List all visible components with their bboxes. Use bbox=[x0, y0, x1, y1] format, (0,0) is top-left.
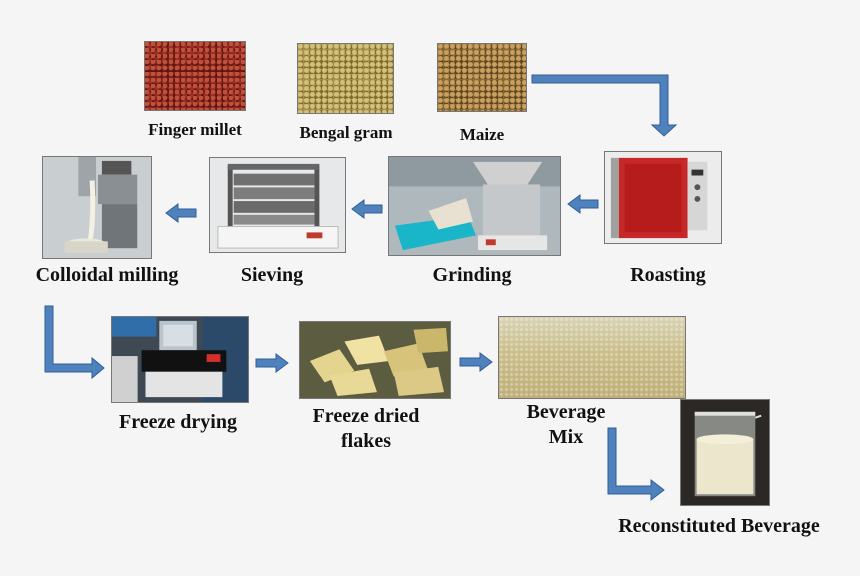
bengal-gram-label: Bengal gram bbox=[299, 123, 393, 142]
maize-label: Maize bbox=[459, 125, 505, 144]
sieving-label: Sieving bbox=[240, 264, 304, 286]
reconstituted-beverage-label: Reconstituted Beverage bbox=[618, 515, 820, 537]
freeze-dryer-photo bbox=[111, 316, 249, 403]
arrow-colloidal-to-freezedrying bbox=[44, 305, 105, 380]
grinding-machine-photo bbox=[388, 156, 561, 256]
roasting-oven-photo bbox=[604, 151, 722, 244]
finger-millet-photo bbox=[144, 41, 246, 111]
arrow-freezedrying-to-flakes bbox=[255, 353, 289, 373]
arrow-raw-to-roasting bbox=[531, 74, 678, 137]
bengal-gram-photo bbox=[297, 43, 394, 114]
sieve-shaker-photo bbox=[209, 157, 346, 253]
arrow-flakes-to-mix bbox=[459, 352, 493, 372]
freeze-dried-flakes-photo bbox=[299, 321, 451, 399]
arrow-mix-to-reconstituted bbox=[607, 427, 665, 502]
freeze-drying-label: Freeze drying bbox=[119, 411, 237, 433]
freeze-dried-flakes-label-line1: Freeze dried bbox=[312, 405, 420, 427]
beverage-mix-label-line1: Beverage bbox=[526, 401, 606, 423]
arrow-grinding-to-sieving bbox=[351, 199, 383, 219]
beverage-mix-label-line2: Mix bbox=[548, 426, 584, 448]
reconstituted-beverage-photo bbox=[680, 399, 770, 506]
arrow-roasting-to-grinding bbox=[567, 194, 599, 214]
finger-millet-label: Finger millet bbox=[148, 120, 242, 139]
maize-photo bbox=[437, 43, 527, 112]
grinding-label: Grinding bbox=[432, 264, 512, 286]
roasting-label: Roasting bbox=[630, 264, 706, 286]
beverage-mix-photo bbox=[498, 316, 686, 399]
arrow-sieving-to-colloidal bbox=[165, 203, 197, 223]
colloidal-milling-label: Colloidal milling bbox=[35, 264, 179, 286]
colloidal-mill-photo bbox=[42, 156, 152, 259]
freeze-dried-flakes-label-line2: flakes bbox=[341, 430, 391, 452]
